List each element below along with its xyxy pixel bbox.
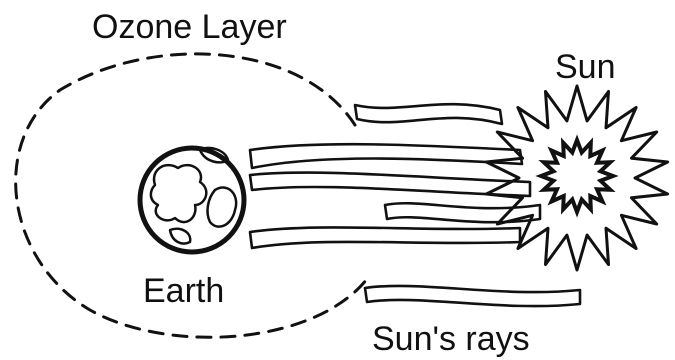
ray-1 (355, 104, 502, 124)
earth-continent-3 (208, 188, 237, 227)
ray-6 (365, 286, 580, 306)
suns-rays-label: Sun's rays (372, 320, 530, 358)
earth-label: Earth (143, 272, 224, 310)
ray-5 (250, 227, 520, 248)
earth (140, 148, 244, 252)
ozone-layer-label: Ozone Layer (92, 8, 287, 46)
ray-2 (250, 144, 522, 168)
earth-globe (140, 148, 244, 252)
earth-continent-4 (170, 229, 190, 244)
sun-inner-core (541, 140, 613, 212)
earth-continent-1 (151, 165, 206, 222)
sun-label: Sun (555, 48, 616, 86)
